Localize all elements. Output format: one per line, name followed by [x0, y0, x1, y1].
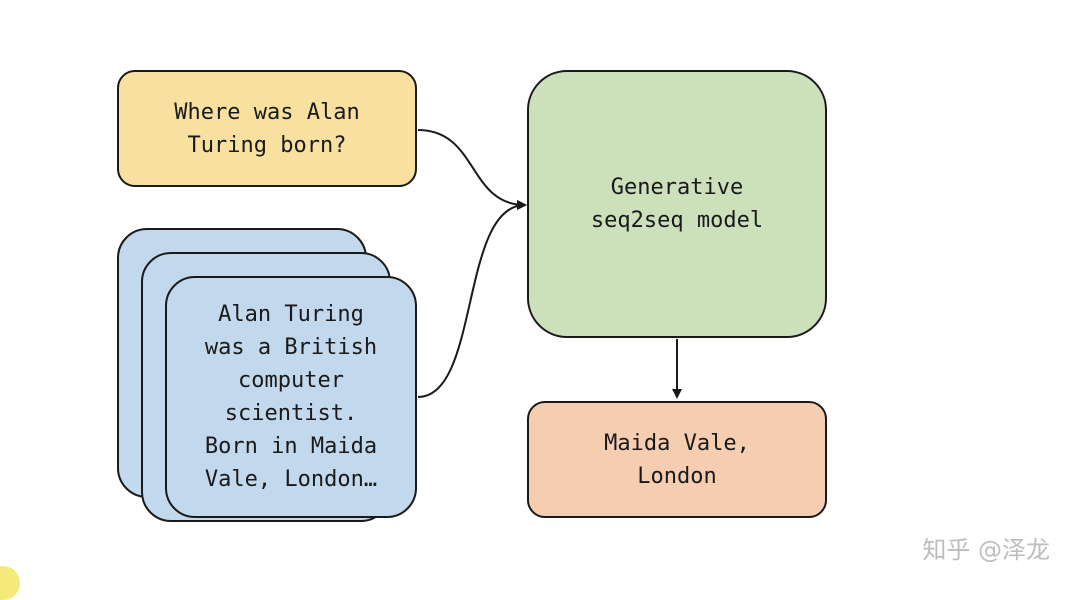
question-text: Where was Alan Turing born? [174, 96, 359, 162]
answer-line: London [637, 463, 717, 489]
model-box: Generative seq2seq model [527, 70, 827, 338]
document-line: Vale, London… [204, 467, 378, 492]
question-box: Where was Alan Turing born? [117, 70, 417, 187]
document-box: Alan Turing was a British computer scien… [165, 276, 417, 518]
document-to-model-arrow [417, 200, 527, 398]
document-line: scientist. [224, 401, 358, 426]
document-line: was a British [204, 335, 378, 360]
model-text: Generative seq2seq model [591, 171, 763, 237]
model-line: Generative [610, 175, 744, 200]
model-line: seq2seq model [590, 208, 764, 233]
document-line: Alan Turing [218, 302, 364, 327]
answer-box: Maida Vale, London [527, 401, 827, 518]
answer-line: Maida Vale, [604, 430, 750, 456]
corner-dot [0, 566, 20, 600]
document-line: Born in Maida [204, 434, 378, 459]
question-to-model-arrow [417, 129, 527, 210]
question-line: Turing born? [187, 132, 347, 158]
document-line: computer [238, 368, 344, 393]
answer-text: Maida Vale, London [604, 427, 750, 493]
document-text: Alan Turing was a British computer scien… [205, 298, 377, 496]
question-line: Where was Alan [174, 99, 360, 125]
watermark: 知乎 @泽龙 [922, 536, 1050, 564]
